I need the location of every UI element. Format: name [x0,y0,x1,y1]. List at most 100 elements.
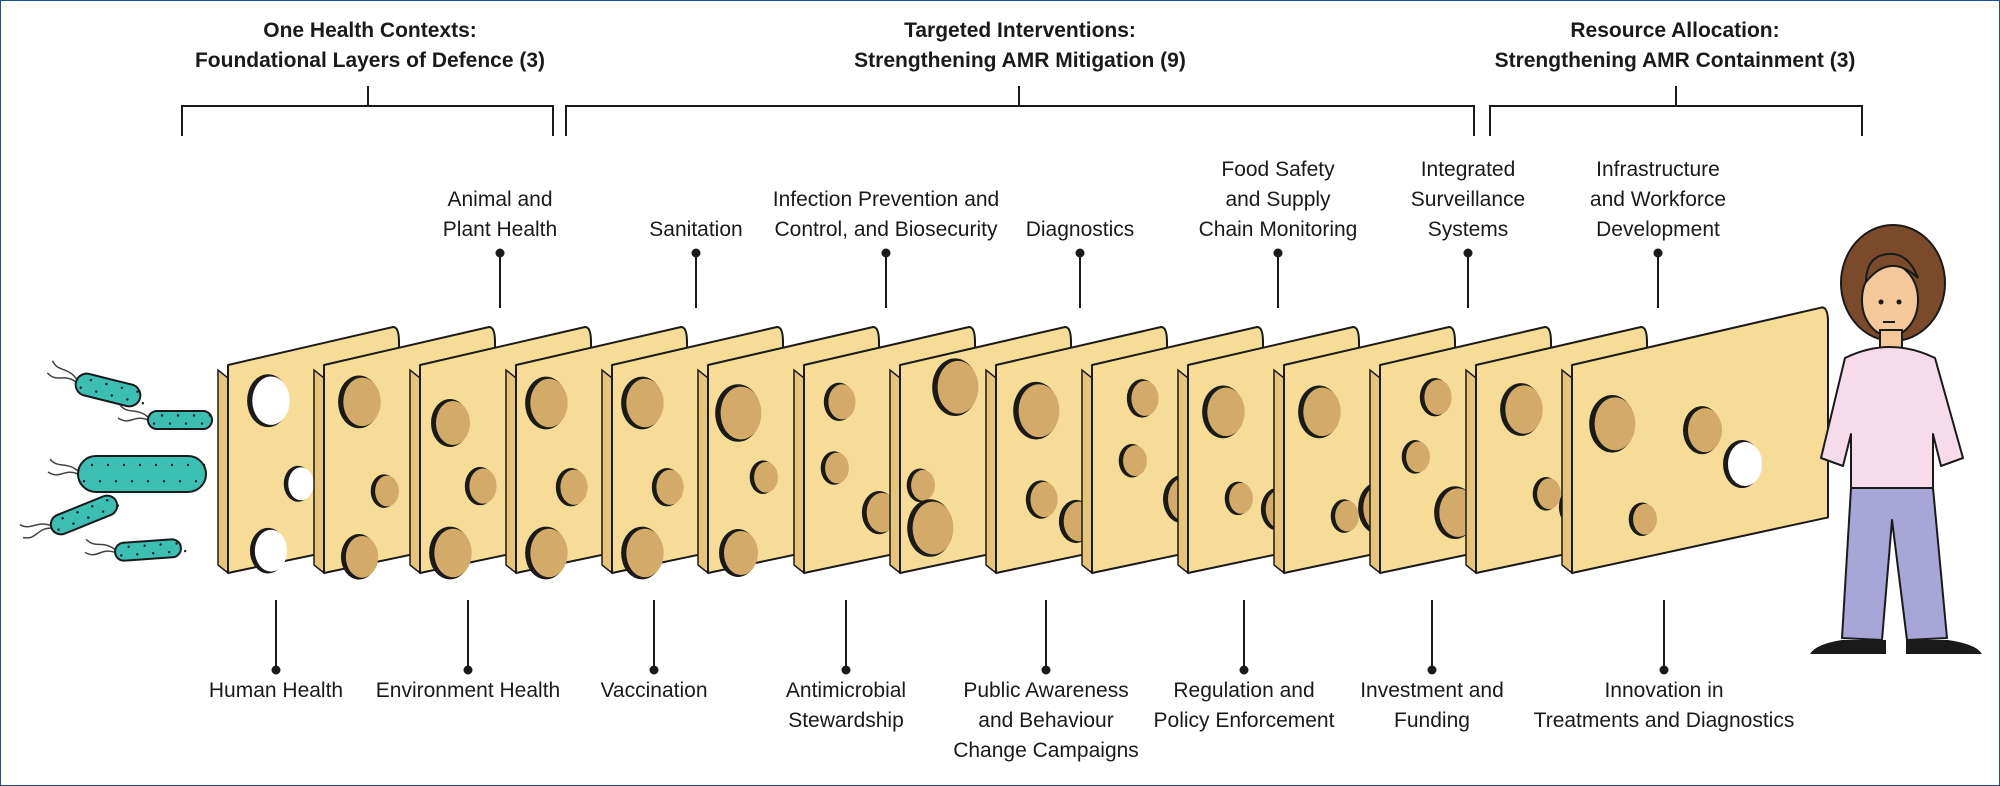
hole-2 [1335,500,1359,532]
label-pointers [271,248,1669,675]
hole-1 [343,377,381,427]
hole-2 [1688,408,1722,453]
label-line: Investment and [1360,679,1504,702]
bacterium-dot [105,499,109,502]
bacterium-body [49,494,119,536]
label-line: Policy Enforcement [1153,709,1335,732]
hole-1 [1594,397,1636,451]
slice-edge [1465,368,1477,575]
bacterium-dot [79,386,82,389]
pants [1841,487,1948,641]
bacterium-body [147,410,213,430]
group-title-line1: One Health Contexts: [263,19,477,42]
hole-2 [288,467,314,501]
bacterium-dot [127,545,130,549]
bacterium-dot [208,414,212,417]
bacterium-dot [136,390,139,393]
hole-1 [1207,387,1245,437]
hole-3 [345,535,379,578]
pointer-dot-12 [1463,248,1473,258]
bacterium-dot [146,480,150,483]
label-line: Stewardship [788,709,904,732]
layer-label-5: Vaccination [504,676,804,706]
hole-2 [656,469,684,505]
pointer-dot-4 [691,248,701,258]
bacterium-dot [178,480,182,483]
bacterium-dot [76,511,79,514]
bacterium-dot [143,544,146,547]
bacterium-dot [122,463,126,467]
bacterium-dot [61,517,64,520]
label-line: Integrated [1420,158,1516,181]
bacterium-dot [152,552,155,555]
bacterium-dot [91,505,94,508]
bacterium-dot [57,528,60,531]
slice-edge [313,368,325,575]
group-title-line2: Strengthening AMR Containment (3) [1494,49,1856,72]
shirt [1820,346,1964,489]
hole-2 [375,475,399,507]
slice-edge [1561,368,1573,575]
bacterium-dot [175,542,178,545]
pointer-dot-1 [271,665,281,675]
hole-1 [530,378,568,428]
bacterium-dot [192,414,196,417]
layer-label-4: Sanitation [546,215,846,245]
slice-edge [601,368,613,575]
hole-1 [720,386,762,440]
label-line: Systems [1427,218,1509,241]
bacterium-body [114,538,182,562]
layer-label-8: Diagnostics [930,215,1230,245]
bacterium-dot [72,522,75,525]
eye-left [1878,299,1884,305]
hole-1 [252,376,290,425]
label-line: Surveillance [1410,188,1526,211]
label-line: Funding [1394,709,1470,732]
bacterium-large [47,455,207,493]
hole-2 [825,452,849,484]
label-line: Animal and [447,188,553,211]
hole-2 [469,468,497,504]
label-line: Food Safety [1221,158,1335,181]
pointer-dot-5 [649,665,659,675]
group-title-line1: Targeted Interventions: [904,19,1136,42]
bacterium-dot [168,422,172,425]
group-brackets [181,86,1863,136]
hole-1 [626,378,664,428]
hole-1 [828,384,856,420]
bacterium-dot [89,378,93,382]
bacterium-dot [95,390,98,393]
hole-1 [1505,385,1543,434]
slice-edge [697,368,709,575]
bacterium-dot [105,382,108,386]
group-title-one-health: One Health Contexts: Foundational Layers… [180,16,560,76]
slice-edge [1369,368,1381,575]
label-line: Antimicrobial [785,679,907,702]
fringe [1864,252,1919,285]
label-line: and Behaviour [978,709,1114,732]
flagellum [47,458,79,476]
bacterium-lower-left [19,494,120,539]
pointer-dot-7 [841,665,851,675]
shoe-right [1906,640,1982,654]
bacterium-dot [120,386,124,390]
pointer-dot-13 [1427,665,1437,675]
label-line: Diagnostics [1025,218,1135,241]
slice-edge [985,368,997,575]
bacterium-top [46,360,145,408]
hole-3 [1633,503,1657,535]
pointer-dot-2 [495,248,505,258]
bacterium-dot [152,422,156,425]
pointer-dot-8 [1075,248,1085,258]
bacterium-dot [160,414,164,417]
hole-1 [1303,387,1341,437]
group-title-resource-allocation: Resource Allocation: Strengthening AMR C… [1470,16,1880,76]
flagellum [84,538,116,556]
cheese-slice-15 [1561,306,1829,575]
label-line: Human Health [208,679,344,702]
bacterium-dot [90,463,94,467]
hole-2 [1537,478,1561,510]
